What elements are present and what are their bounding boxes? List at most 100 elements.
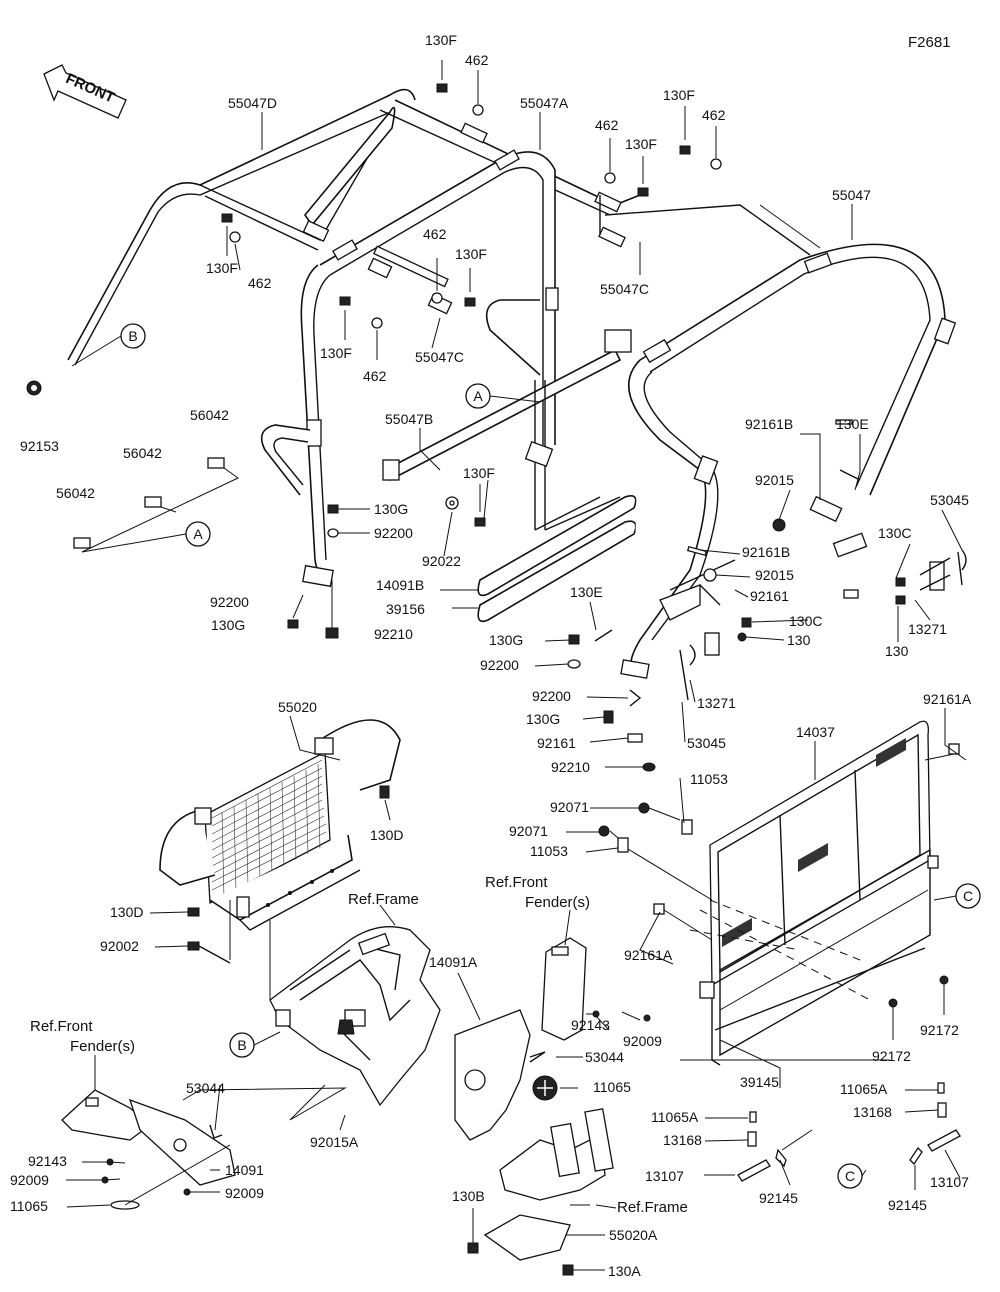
part-label: 92002 (100, 938, 139, 954)
clip-icon (627, 733, 643, 743)
front-bumper-assembly (159, 719, 401, 964)
bolt-icon (568, 634, 580, 645)
part-label: 92015A (310, 1134, 359, 1150)
part-label: 130C (789, 613, 822, 629)
front-arrow-icon: FRONT (43, 64, 127, 119)
bolt-icon (594, 629, 613, 642)
part-label: 130D (370, 827, 403, 843)
part-label: 39145 (740, 1074, 779, 1090)
ref-frame-label-2: Ref.Frame (617, 1199, 688, 1216)
part-label: 13168 (853, 1104, 892, 1120)
bolt-icon (379, 785, 390, 799)
grommet-icon (532, 1075, 558, 1101)
bolt-icon (327, 504, 370, 514)
part-label: 130C (878, 525, 911, 541)
nut-icon (325, 580, 339, 639)
part-label: 92200 (374, 525, 413, 541)
part-label: 92161B (742, 544, 790, 560)
roll-cage-assembly (67, 88, 957, 679)
ref-front-fender-label-right-1: Ref.Front (485, 874, 548, 891)
clip-icon (629, 689, 642, 707)
part-label: 56042 (123, 445, 162, 461)
part-label: 130D (110, 904, 143, 920)
part-label: 53044 (186, 1080, 225, 1096)
part-label: 92071 (509, 823, 548, 839)
part-label: 14091 (225, 1162, 264, 1178)
callout-c-1: C (955, 883, 981, 909)
part-label: 56042 (190, 407, 229, 423)
callout-b-1: B (120, 323, 146, 349)
part-label: 130F (206, 260, 238, 276)
part-label: 130G (526, 711, 560, 727)
part-label: 92210 (374, 626, 413, 642)
part-label: 130A (608, 1263, 641, 1279)
svg-text:A: A (193, 526, 203, 542)
part-label: 130F (463, 465, 495, 481)
leader-lines (66, 112, 967, 1240)
part-label: 92161 (750, 588, 789, 604)
part-label: 92143 (28, 1153, 67, 1169)
part-label: 130F (455, 246, 487, 262)
part-label: 11053 (690, 771, 728, 787)
decal-56042-group (73, 457, 239, 553)
bolt-icon (895, 595, 906, 605)
ref-front-fender-label-left-1: Ref.Front (30, 1018, 93, 1035)
bolt-icon (436, 60, 448, 93)
part-label: 53045 (687, 735, 726, 751)
clip-icon (681, 819, 693, 835)
nut-icon (598, 825, 610, 837)
figure-code: F2681 (908, 34, 951, 51)
part-label: 55047 (832, 187, 871, 203)
part-label: 92161B (745, 416, 793, 432)
part-label: 92153 (20, 438, 59, 454)
part-label: 55020A (609, 1227, 658, 1243)
bolt-icon (679, 106, 691, 155)
part-label: 92015 (755, 472, 794, 488)
part-label: 55047D (228, 95, 277, 111)
part-label: 55047A (520, 95, 569, 111)
bolt-icon (339, 296, 351, 340)
callout-a-1: A (465, 383, 491, 409)
part-labels: 130F 462 55047D 55047A 130F 462 462 130F… (10, 32, 972, 1279)
part-label: 53044 (585, 1049, 624, 1065)
part-label: 92200 (210, 594, 249, 610)
nut-icon (710, 126, 722, 170)
part-label: 92071 (550, 799, 589, 815)
part-label: 11065 (10, 1198, 48, 1214)
part-label: 13271 (908, 621, 947, 637)
left-fender-parts (61, 1084, 347, 1210)
rear-screen-assembly (598, 720, 961, 1182)
part-label: 92210 (551, 759, 590, 775)
part-label: 130F (663, 87, 695, 103)
pin-icon (839, 469, 861, 481)
callout-b-2: B (229, 1032, 255, 1058)
bolt-icon (287, 594, 304, 629)
part-label: 130E (570, 584, 603, 600)
part-label: 130F (425, 32, 457, 48)
part-label: 130G (211, 617, 245, 633)
ref-frame-label-1: Ref.Frame (348, 891, 419, 908)
part-label: 92145 (888, 1197, 927, 1213)
part-label: 462 (363, 368, 387, 384)
part-label: 462 (465, 52, 489, 68)
part-label: 92200 (532, 688, 571, 704)
frame-section (229, 900, 441, 1107)
part-label: 13168 (663, 1132, 702, 1148)
part-label: 14037 (796, 724, 835, 740)
part-label: 13271 (697, 695, 736, 711)
svg-text:C: C (963, 888, 973, 904)
bolt-icon (895, 577, 906, 587)
pin-icon (835, 419, 853, 425)
svg-text:B: B (237, 1037, 246, 1053)
ref-front-fender-label-right-2: Fender(s) (525, 894, 590, 911)
part-label: 92022 (422, 553, 461, 569)
bolt-icon (737, 632, 747, 642)
part-label: 53045 (930, 492, 969, 508)
clip-icon (617, 837, 629, 853)
bolt-icon (26, 380, 42, 396)
part-label: 11065A (651, 1109, 699, 1125)
clip-icon (529, 1051, 546, 1063)
svg-text:C: C (845, 1168, 855, 1184)
callout-a-2: A (185, 521, 211, 547)
